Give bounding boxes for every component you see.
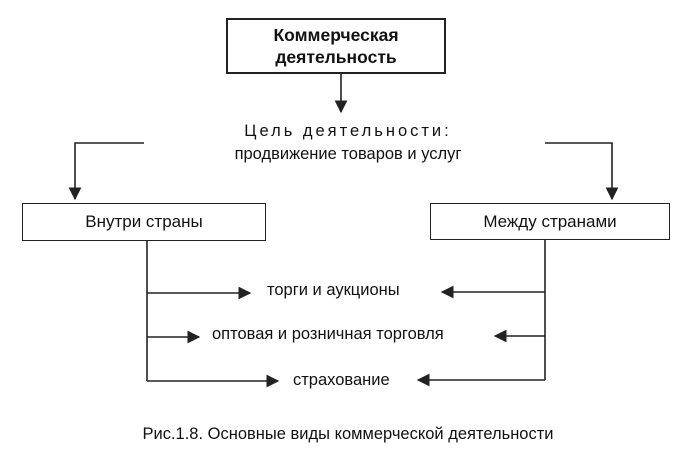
- domestic-box: Внутри страны: [22, 203, 266, 241]
- activity-insurance: страхование: [293, 371, 390, 389]
- commercial-activity-box: Коммерческая деятельность: [226, 18, 446, 74]
- goal-title: Цель деятельности:: [244, 122, 452, 140]
- activity-wholesale-retail: оптовая и розничная торговля: [212, 325, 444, 343]
- goal-description: продвижение товаров и услуг: [234, 145, 462, 163]
- arrow-to-right-box: [545, 142, 619, 201]
- commercial-activity-label: Коммерческая деятельность: [273, 25, 399, 67]
- activity-auctions: торги и аукционы: [267, 281, 400, 299]
- international-label: Между странами: [483, 211, 617, 231]
- international-box: Между странами: [430, 203, 670, 240]
- domestic-label: Внутри страны: [85, 212, 203, 231]
- figure-caption: Рис.1.8. Основные виды коммерческой деят…: [142, 425, 554, 443]
- arrow-to-left-box: [68, 142, 144, 201]
